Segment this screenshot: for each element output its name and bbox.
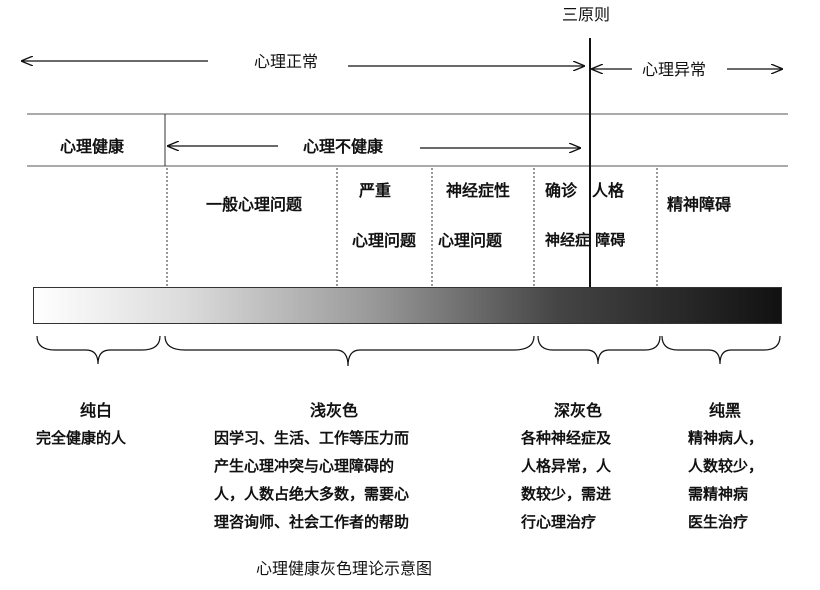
category-general: 一般心理问题	[206, 195, 303, 214]
group-light-gray-line: 人，人数占绝大多数，需要心	[214, 485, 410, 503]
group-white-title: 纯白	[80, 401, 113, 420]
brace-white	[36, 335, 161, 365]
category-neurotic-line1: 神经症性	[446, 181, 511, 200]
normal-label: 心理正常	[254, 52, 319, 71]
group-black-line: 人数较少，	[688, 457, 764, 475]
category-diagnosed-line1a: 确诊	[545, 181, 578, 200]
group-dark-gray-title: 深灰色	[554, 401, 603, 420]
abnormal-label: 心理异常	[642, 60, 707, 79]
brace-dark-gray	[537, 335, 661, 365]
group-light-gray-title: 浅灰色	[310, 401, 359, 420]
gray-gradient-bar	[33, 287, 782, 324]
group-black-title: 纯黑	[709, 401, 742, 420]
group-light-gray-line: 产生心理冲突与心理障碍的	[214, 457, 395, 475]
group-black-line: 需精神病	[688, 485, 749, 503]
brace-light-gray	[164, 335, 535, 367]
group-dark-gray-line: 行心理治疗	[521, 513, 597, 531]
category-severe-line2: 心理问题	[352, 231, 417, 250]
principle-label: 三原则	[562, 5, 611, 24]
group-light-gray-desc: 因学习、生活、工作等压力而 产生心理冲突与心理障碍的 人，人数占绝大多数，需要心…	[214, 424, 409, 536]
category-diagnosed-line1b: 人格	[592, 181, 625, 200]
group-black-line: 精神病人，	[688, 429, 764, 447]
healthy-label: 心理健康	[60, 137, 125, 156]
category-severe-line1: 严重	[359, 181, 392, 200]
group-light-gray-line: 因学习、生活、工作等压力而	[214, 429, 410, 447]
group-dark-gray-line: 数较少，需进	[521, 485, 612, 503]
figure-caption: 心理健康灰色理论示意图	[256, 559, 433, 578]
category-mental-disorder: 精神障碍	[667, 195, 732, 214]
group-black-desc: 精神病人， 人数较少， 需精神病 医生治疗	[688, 424, 763, 536]
group-white-line: 完全健康的人	[36, 429, 127, 447]
group-black-line: 医生治疗	[688, 513, 749, 531]
group-dark-gray-line: 各种神经症及	[521, 429, 612, 447]
unhealthy-label: 心理不健康	[303, 137, 384, 156]
group-white-desc: 完全健康的人	[36, 424, 126, 452]
category-diagnosed-line2: 神经症 障碍	[545, 231, 626, 249]
group-light-gray-line: 理咨询师、社会工作者的帮助	[214, 513, 410, 531]
group-dark-gray-line: 人格异常，人	[521, 457, 612, 475]
category-neurotic-line2: 心理问题	[438, 231, 503, 250]
brace-black	[661, 335, 781, 365]
group-dark-gray-desc: 各种神经症及 人格异常，人 数较少，需进 行心理治疗	[521, 424, 611, 536]
